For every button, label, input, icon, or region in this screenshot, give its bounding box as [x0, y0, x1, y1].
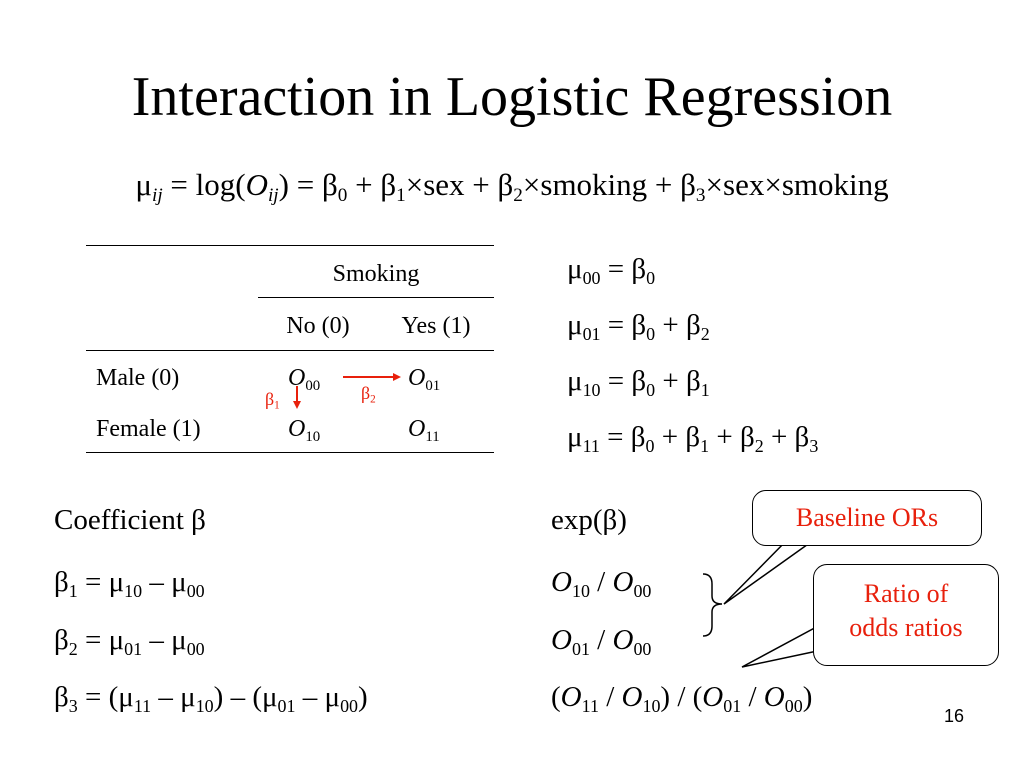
cell-o11: O11 [408, 416, 440, 445]
ratio-callout-line1: Ratio of [863, 579, 949, 608]
logit-equation: μij = log(Oij) = β0 + β1×sex + β2×smokin… [135, 167, 889, 207]
exp-beta2: O01 / O00 [551, 624, 652, 659]
ratio-callout-line2: odds ratios [849, 613, 963, 642]
baseline-ors-text: Baseline ORs [795, 503, 939, 532]
exp-beta1: O10 / O00 [551, 566, 652, 601]
row-header-male: Male (0) [96, 365, 180, 391]
cell-o01: O01 [408, 365, 441, 394]
row-header-female: Female (1) [96, 416, 201, 442]
beta1-definition: β1 = μ10 – μ00 [54, 566, 205, 601]
cell-o00: O00 [288, 365, 321, 394]
mu-eq-01: μ01 = β0 + β2 [567, 309, 710, 344]
beta2-annotation: β2 [361, 383, 376, 406]
ratio-callout-tail [741, 622, 823, 668]
col-header-no: No (0) [286, 313, 350, 339]
col-header-yes: Yes (1) [401, 313, 471, 339]
mu-eq-10: μ10 = β0 + β1 [567, 365, 710, 400]
table-group-header: Smoking [332, 261, 420, 287]
table-group-rule [258, 297, 494, 298]
table-top-rule [86, 245, 494, 246]
table-bottom-rule [86, 452, 494, 453]
coefficient-header: Coefficient β [54, 504, 206, 536]
table-header-rule [86, 350, 494, 351]
right-brace [702, 573, 723, 637]
cell-o10: O10 [288, 416, 321, 445]
mu-eq-00: μ00 = β0 [567, 253, 656, 288]
beta2-definition: β2 = μ01 – μ00 [54, 624, 205, 659]
baseline-ors-callout: Baseline ORs [752, 490, 982, 546]
ratio-of-odds-ratios-callout: Ratio of odds ratios [813, 564, 999, 666]
baseline-callout-tail [723, 536, 821, 605]
mu-eq-11: μ11 = β0 + β1 + β2 + β3 [567, 421, 819, 456]
beta3-definition: β3 = (μ11 – μ10) – (μ01 – μ00) [54, 681, 368, 716]
slide-title: Interaction in Logistic Regression [131, 66, 893, 128]
exp-header: exp(β) [551, 504, 627, 536]
exp-beta3: (O11 / O10) / (O01 / O00) [551, 681, 813, 716]
beta1-annotation: β1 [265, 389, 280, 412]
page-number: 16 [943, 706, 964, 726]
